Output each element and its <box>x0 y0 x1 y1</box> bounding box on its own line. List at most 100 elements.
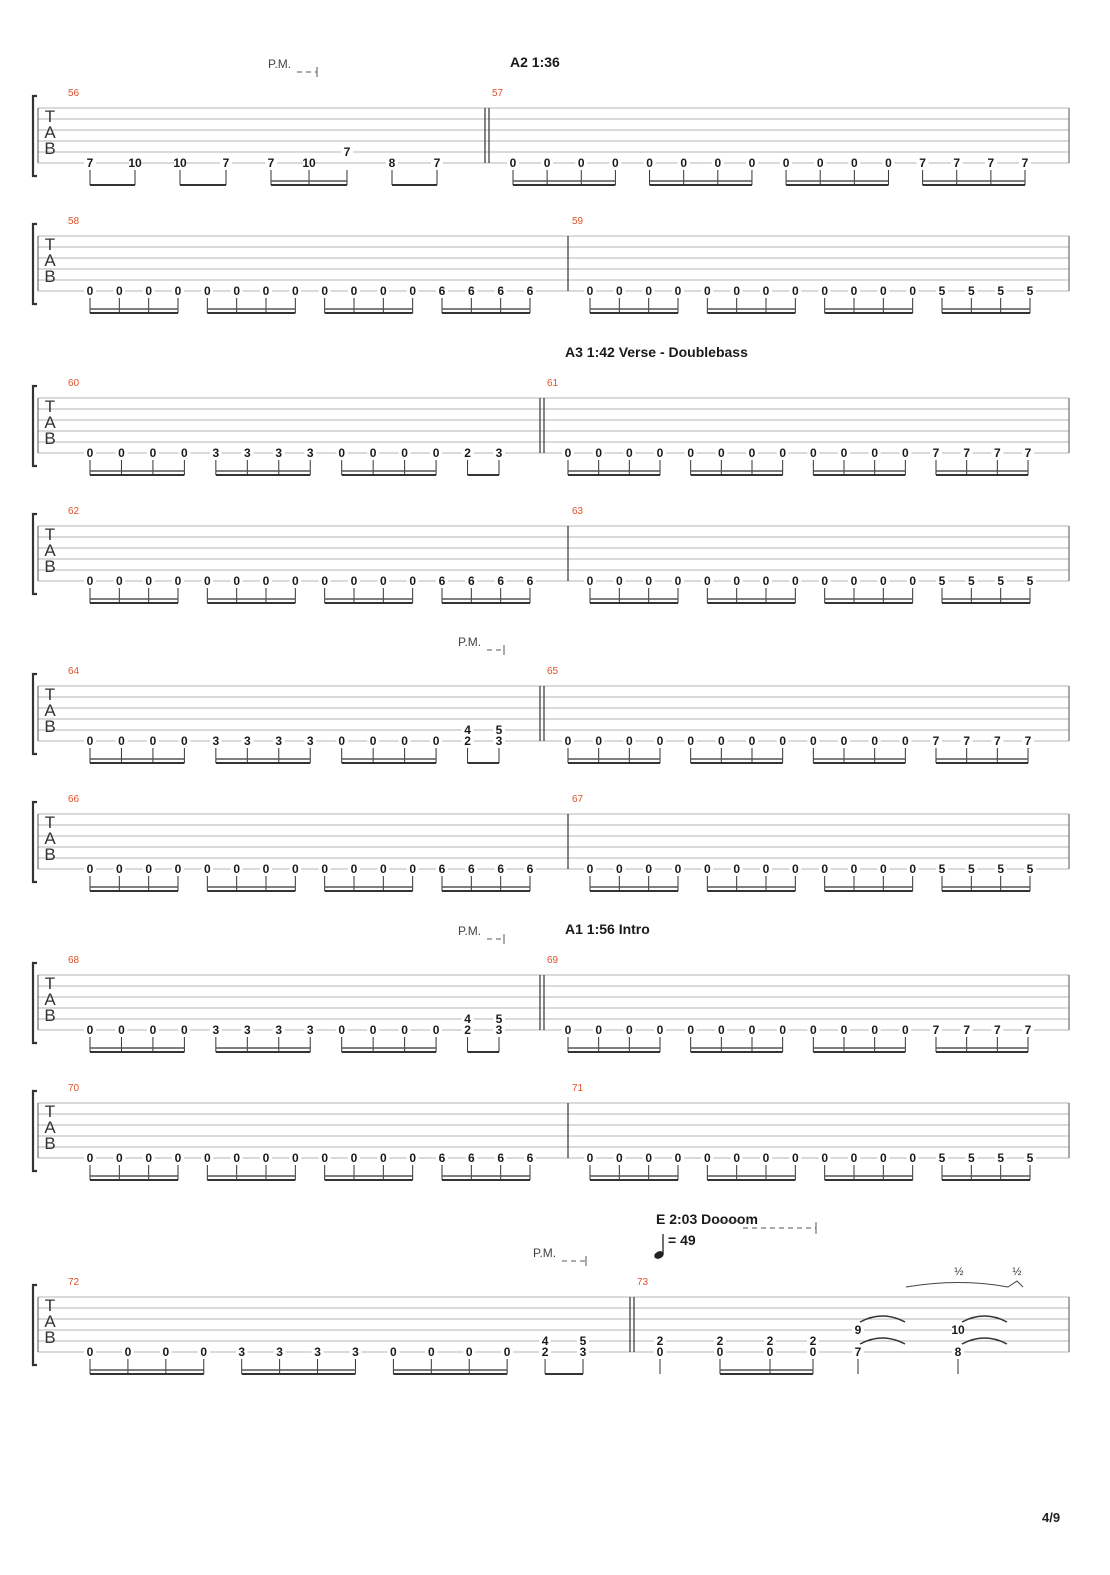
fret-background <box>613 575 626 586</box>
fret-background <box>84 285 96 296</box>
fret-background <box>209 447 222 458</box>
fret-background <box>493 724 505 735</box>
fret-number: 5 <box>1027 862 1034 876</box>
fret-background <box>260 575 272 586</box>
fret-number: 0 <box>263 1151 270 1165</box>
fret-number: 0 <box>409 284 416 298</box>
fret-background <box>677 157 690 168</box>
fret-background <box>838 447 850 458</box>
fret-background <box>1022 1024 1034 1035</box>
fret-number: 0 <box>587 574 594 588</box>
measure-number: 68 <box>68 955 80 966</box>
fret-number: 6 <box>527 1151 534 1165</box>
fret-background <box>493 1024 505 1035</box>
fret-background <box>899 447 912 458</box>
fret-number: 0 <box>351 1151 358 1165</box>
fret-number: 0 <box>181 1023 188 1037</box>
fret-number: 0 <box>595 446 602 460</box>
fret-background <box>776 1024 789 1035</box>
fret-number: 6 <box>439 862 446 876</box>
fret-number: 0 <box>175 284 182 298</box>
fret-number: 3 <box>238 1345 245 1359</box>
fret-background <box>818 863 831 874</box>
tab-clef-letter: B <box>44 717 55 736</box>
fret-background <box>121 1346 134 1357</box>
fret-number: 0 <box>783 156 790 170</box>
fret-background <box>178 735 191 746</box>
fret-background <box>230 285 243 296</box>
fret-background <box>318 575 331 586</box>
tie-arc <box>859 1337 906 1345</box>
fret-number: 5 <box>496 723 503 737</box>
fret-number: 0 <box>763 862 770 876</box>
fret-background <box>377 863 390 874</box>
fret-background <box>209 735 222 746</box>
fret-number: 8 <box>955 1345 962 1359</box>
fret-background <box>493 735 505 746</box>
fret-number: 7 <box>268 156 275 170</box>
fret-number: 0 <box>292 284 299 298</box>
fret-number: 0 <box>687 1023 694 1037</box>
fret-number: 6 <box>527 284 534 298</box>
fret-background <box>965 1152 978 1163</box>
tempo-note-icon <box>654 1251 664 1259</box>
fret-number: 7 <box>344 145 351 159</box>
fret-number: 0 <box>841 734 848 748</box>
fret-number: 6 <box>527 862 534 876</box>
fret-background <box>852 1324 864 1335</box>
fret-number: 4 <box>464 723 471 737</box>
tab-clef-letter: A <box>44 123 56 142</box>
fret-number: 3 <box>307 1023 314 1037</box>
fret-number: 0 <box>763 1151 770 1165</box>
tab-clef-letter: B <box>44 557 55 576</box>
fret-number: 2 <box>464 734 471 748</box>
fret-background <box>701 863 714 874</box>
fret-background <box>142 575 155 586</box>
page-number: 4/9 <box>1042 1510 1061 1525</box>
measure-number: 61 <box>547 378 559 389</box>
fret-number: 3 <box>213 1023 220 1037</box>
fret-background <box>146 735 159 746</box>
fret-number: 0 <box>87 862 94 876</box>
tab-clef-letter: A <box>44 541 56 560</box>
fret-background <box>994 1152 1007 1163</box>
let-ring-label: ∽∽∽ <box>716 1216 741 1227</box>
fret-number: 3 <box>213 734 220 748</box>
fret-background <box>960 1024 973 1035</box>
fret-number: 0 <box>909 1151 916 1165</box>
fret-background <box>113 575 126 586</box>
fret-number: 0 <box>87 284 94 298</box>
fret-background <box>584 285 596 296</box>
fret-background <box>642 1152 655 1163</box>
fret-number: 0 <box>657 1023 664 1037</box>
fret-number: 0 <box>292 574 299 588</box>
fret-number: 0 <box>504 1345 511 1359</box>
fret-background <box>201 285 214 296</box>
tab-clef-letter: A <box>44 829 56 848</box>
fret-background <box>994 285 1007 296</box>
fret-background <box>465 1152 478 1163</box>
fret-number: 0 <box>510 156 517 170</box>
fret-background <box>398 735 411 746</box>
fret-background <box>654 1335 666 1346</box>
fret-background <box>260 1152 272 1163</box>
section-label: A2 1:36 <box>510 54 560 70</box>
fret-number: 0 <box>351 862 358 876</box>
fret-background <box>789 863 802 874</box>
fret-background <box>272 1024 285 1035</box>
fret-number: 0 <box>87 1151 94 1165</box>
fret-background <box>430 735 443 746</box>
measure-number: 56 <box>68 88 80 99</box>
fret-background <box>197 1346 210 1357</box>
fret-background <box>241 735 254 746</box>
fret-number: 0 <box>792 574 799 588</box>
fret-number: 0 <box>718 734 725 748</box>
palm-mute-label: P.M. <box>268 57 291 71</box>
fret-number: 0 <box>233 1151 240 1165</box>
fret-number: 7 <box>855 1345 862 1359</box>
fret-number: 0 <box>841 1023 848 1037</box>
fret-background <box>436 1152 448 1163</box>
fret-number: 0 <box>880 284 887 298</box>
fret-background <box>623 1024 636 1035</box>
fret-number: 6 <box>497 1151 504 1165</box>
